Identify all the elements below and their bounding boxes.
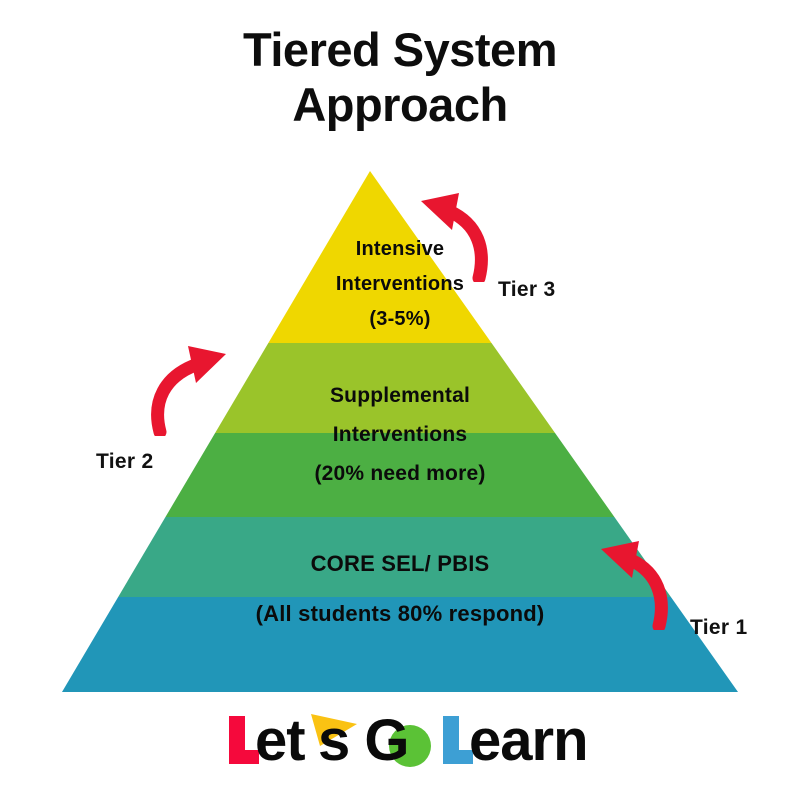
logo-text-earn: earn <box>469 708 589 773</box>
lets-go-learn-logo[interactable]: Let's Go Learn et s G earn <box>0 706 800 776</box>
band-label-interventions-tier3: Interventions <box>335 273 465 295</box>
tier-1-label: Tier 1 <box>690 616 748 639</box>
band-label-percent-tier3: (3-5%) <box>369 308 431 330</box>
band-label-core-sel-pbis: CORE SEL/ PBIS <box>310 551 490 576</box>
curved-arrow-icon-tier-1 <box>601 541 668 630</box>
band-label-percent-tier2: (20% need more) <box>314 462 486 485</box>
band-label-all-students: (All students 80% respond) <box>255 601 545 626</box>
curved-arrow-icon-tier-2 <box>151 346 226 436</box>
page-title-line-2: Approach <box>292 78 508 132</box>
logo-l-foot-blue <box>459 750 473 764</box>
logo-l-block-red <box>229 716 245 764</box>
logo-marks <box>229 714 473 767</box>
logo-l-foot-red <box>245 750 259 764</box>
curved-arrow-icon-tier-3 <box>421 193 488 282</box>
logo-text-et: et <box>255 708 306 773</box>
tier-3-label: Tier 3 <box>498 278 556 301</box>
page-title: Tiered System Approach <box>0 22 800 133</box>
band-label-interventions-tier2: Interventions <box>332 423 468 446</box>
logo-text-s-go: s G <box>318 708 409 773</box>
logo-l-block-blue <box>443 716 459 764</box>
circle-o-icon <box>389 725 431 767</box>
page-title-line-1: Tiered System <box>243 23 557 76</box>
band-tier1-blue <box>62 597 738 692</box>
tier-2-label: Tier 2 <box>96 450 154 473</box>
band-label-supplemental: Supplemental <box>329 384 471 407</box>
band-label-intensive: Intensive <box>355 238 445 260</box>
triangle-apostrophe-icon <box>311 714 357 746</box>
